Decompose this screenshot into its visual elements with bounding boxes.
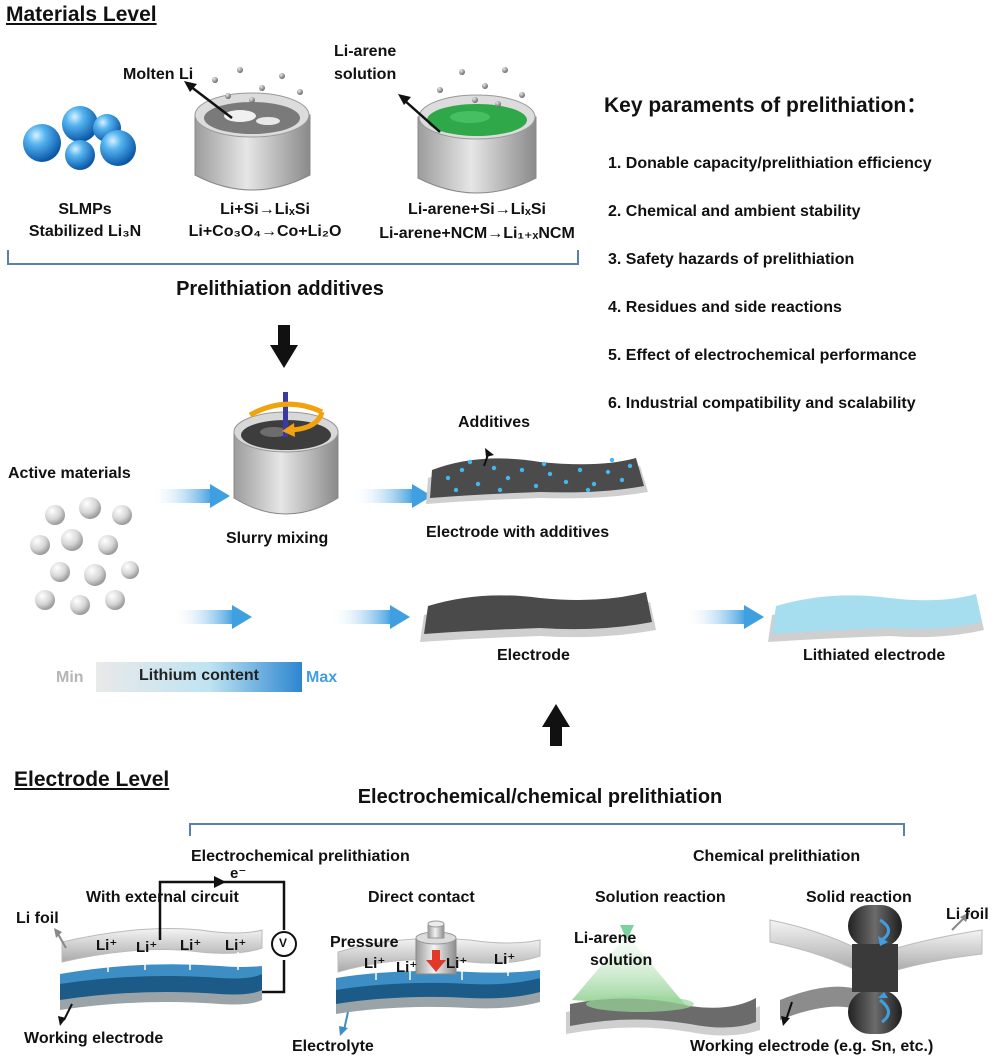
li-arene-cup <box>398 67 537 194</box>
process-arrows <box>150 484 764 629</box>
li-ion-label-1: Li⁺ <box>96 937 118 954</box>
materials-level-heading: Materials Level <box>6 3 157 26</box>
additives-bracket <box>7 250 579 265</box>
electrode-label: Electrode <box>497 647 570 664</box>
key-parameters-title: Key paraments of prelithiation： <box>604 94 928 117</box>
slurry-mixing-label: Slurry mixing <box>226 530 329 547</box>
molten-reaction-1: Li+Si→LiₓSi <box>220 201 310 218</box>
slmps-label: SLMPs <box>58 201 112 218</box>
active-materials-label: Active materials <box>8 465 131 482</box>
li-ion-label-4: Li⁺ <box>225 937 247 954</box>
scale-label: Lithium content <box>139 667 259 684</box>
lithiated-electrode-label: Lithiated electrode <box>803 647 946 664</box>
direct-contact-cell <box>336 920 541 1036</box>
li-arene-bottom-line2: solution <box>590 952 653 969</box>
direct-contact-label: Direct contact <box>368 889 475 906</box>
working-electrode-label: Working electrode <box>24 1030 164 1047</box>
li-arene-label-line1: Li-arene <box>334 43 397 60</box>
slmp-spheres <box>23 106 136 170</box>
li-arene-bottom-line1: Li-arene <box>574 930 637 947</box>
solid-reaction-label: Solid reaction <box>806 889 912 906</box>
solid-reaction-cell <box>769 905 983 1034</box>
key-item-2: 2. Chemical and ambient stability <box>608 203 861 220</box>
stabilized-li3n-label: Stabilized Li₃N <box>28 223 142 240</box>
lithium-scale-bar <box>96 662 302 692</box>
scale-max-label: Max <box>306 669 338 686</box>
electrode-with-additives <box>426 448 648 504</box>
electrode-level-heading: Electrode Level <box>14 768 170 791</box>
electrochemical-chemical-title: Electrochemical/chemical prelithiation <box>357 786 723 808</box>
key-item-1: 1. Donable capacity/prelithiation effici… <box>608 155 932 172</box>
li-ion-label-7: Li⁺ <box>446 955 468 972</box>
prelithiation-bracket <box>189 823 905 836</box>
li-ion-label-3: Li⁺ <box>180 937 202 954</box>
pressure-label: Pressure <box>330 934 399 951</box>
active-material-spheres <box>30 497 139 615</box>
up-arrow <box>542 704 570 746</box>
molten-reaction-2: Li+Co₃O₄→Co+Li₂O <box>188 223 342 240</box>
solution-reaction-cell <box>566 925 760 1036</box>
down-arrow <box>270 325 298 368</box>
lithiated-electrode <box>768 594 984 642</box>
li-foil-label-2: Li foil <box>946 906 989 923</box>
li-ion-label-2: Li⁺ <box>136 939 158 956</box>
electrochemical-prelithiation-label: Electrochemical prelithiation <box>191 848 410 865</box>
key-item-6: 6. Industrial compatibility and scalabil… <box>608 395 916 412</box>
electrode <box>420 592 656 642</box>
li-ion-label-5: Li⁺ <box>364 955 386 972</box>
additives-label: Additives <box>458 414 531 431</box>
solution-reaction-label: Solution reaction <box>595 889 726 906</box>
arene-reaction-2: Li-arene+NCM→Li₁₊ₓNCM <box>379 225 575 242</box>
electrode-with-additives-label: Electrode with additives <box>426 524 610 541</box>
electrolyte-label: Electrolyte <box>292 1038 374 1055</box>
molten-li-cup <box>184 67 311 191</box>
key-item-5: 5. Effect of electrochemical performance <box>608 347 917 364</box>
slurry-mixer <box>233 392 339 515</box>
chemical-prelithiation-label: Chemical prelithiation <box>693 848 861 865</box>
scale-min-label: Min <box>56 669 84 686</box>
li-arene-label-line2: solution <box>334 66 397 83</box>
molten-li-label: Molten Li <box>123 66 194 83</box>
external-circuit-label: With external circuit <box>86 889 239 906</box>
key-item-3: 3. Safety hazards of prelithiation <box>608 251 855 268</box>
key-item-4: 4. Residues and side reactions <box>608 299 842 316</box>
arene-reaction-1: Li-arene+Si→LiₓSi <box>408 201 546 218</box>
li-ion-label-8: Li⁺ <box>494 951 516 968</box>
electron-label: e⁻ <box>230 865 247 882</box>
working-electrode-eg-label: Working electrode (e.g. Sn, etc.) <box>690 1038 934 1055</box>
li-foil-label-1: Li foil <box>16 910 59 927</box>
external-circuit-cell <box>54 876 297 1026</box>
li-ion-label-6: Li⁺ <box>396 959 418 976</box>
prelithiation-additives-title: Prelithiation additives <box>176 278 384 300</box>
voltmeter-label: V <box>279 936 288 950</box>
